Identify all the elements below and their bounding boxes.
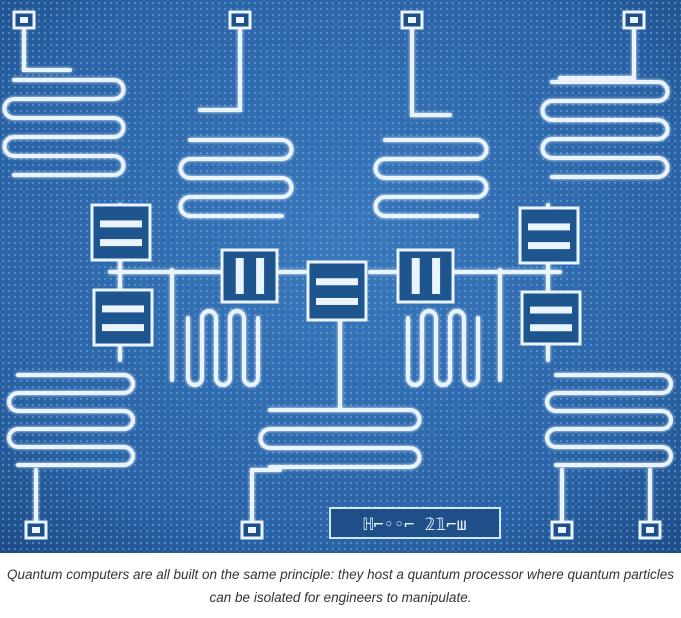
serial-marking-text: ℍ⌐◦◦⌐ 𝟚𝟙⌐ш [363, 515, 467, 535]
resonator-top-center-right [373, 138, 489, 218]
feedline-bottom-2 [250, 468, 282, 524]
feedline-top-right [558, 26, 636, 80]
bond-pad-bottom-2 [240, 520, 264, 540]
feedline-top-left [22, 26, 72, 72]
qubit-right-top [518, 206, 580, 265]
qubit-left-bottom [92, 288, 154, 347]
qubit-left-top [90, 203, 152, 262]
figure-caption: Quantum computers are all built on the s… [6, 567, 675, 605]
bond-pads [12, 10, 662, 540]
bond-pad-top-2 [228, 10, 252, 30]
resonator-top-center-left [178, 138, 294, 218]
resonator-bottom-right [545, 373, 673, 467]
feedline-top-3 [410, 26, 452, 117]
bond-pad-top-left [12, 10, 36, 30]
serial-marking: ℍ⌐◦◦⌐ 𝟚𝟙⌐ш [329, 507, 501, 539]
comb-right [406, 309, 480, 387]
qubit-center-right [396, 248, 455, 304]
qubit-right-bottom [520, 290, 582, 346]
bond-pad-bottom-right [638, 520, 662, 540]
qubit-cells [90, 203, 582, 347]
bond-pad-bottom-3 [550, 520, 574, 540]
feedline-top-2 [198, 26, 242, 112]
bond-pad-top-3 [400, 10, 424, 30]
resonator-top-right [540, 80, 670, 179]
qubit-center-left [220, 248, 279, 304]
resonator-bottom-center [258, 408, 422, 469]
quantum-chip-photo: ℍ⌐◦◦⌐ 𝟚𝟙⌐ш [0, 0, 681, 553]
qubit-center [306, 260, 368, 322]
comb-left [186, 309, 260, 387]
bond-pad-bottom-left [24, 520, 48, 540]
resonator-bottom-left [7, 373, 135, 467]
resonator-top-left [2, 78, 126, 177]
bond-pad-top-right [622, 10, 646, 30]
